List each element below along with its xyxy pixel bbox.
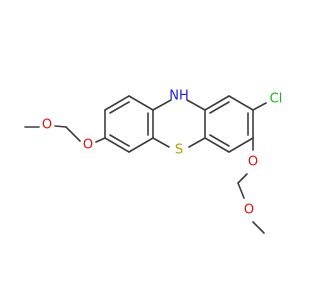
atom-labels: NH S Cl O O O O (42, 89, 282, 218)
chlorine-atom-label: Cl (270, 92, 283, 107)
bond-lines (24, 95, 267, 234)
nitrogen-atom-label: NH (169, 89, 189, 104)
oxygen-atom-right-ether: O (244, 203, 254, 218)
oxygen-atom-left-ring: O (83, 138, 93, 153)
oxygen-atom-left-ether: O (42, 118, 52, 133)
oxygen-atom-right-ring: O (248, 155, 258, 170)
sulfur-atom-label: S (175, 143, 183, 158)
phenothiazine-structure-diagram: NH S Cl O O O O (24, 89, 282, 234)
